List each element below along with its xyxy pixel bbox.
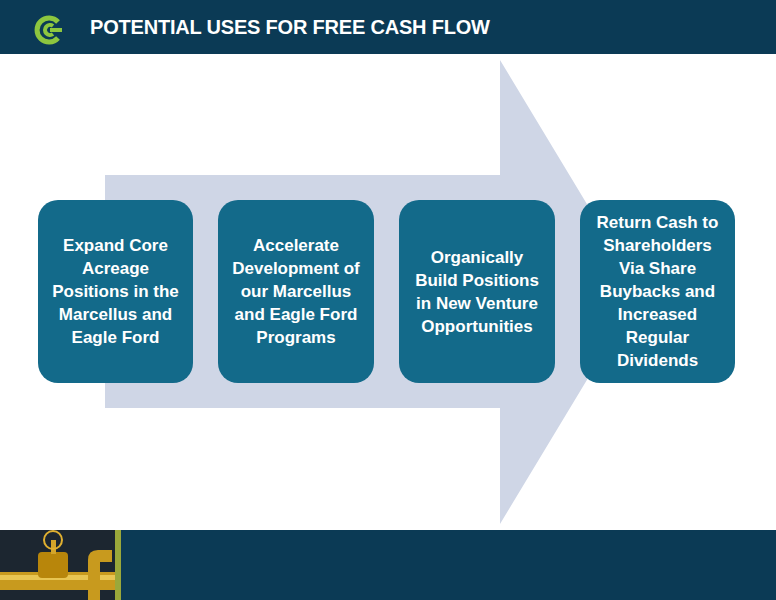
valve-wheel: [44, 531, 62, 549]
valve-body: [38, 552, 68, 578]
logo-bar: [50, 28, 62, 32]
footer-band: [0, 530, 776, 600]
company-logo: [37, 18, 62, 42]
text-holder: Expand Core Acreage Positions in the Mar…: [48, 234, 183, 349]
process-box: Return Cash to Shareholders Via Share Bu…: [580, 200, 735, 383]
slide-title: POTENTIAL USES FOR FREE CASH FLOW: [90, 0, 490, 54]
box-label: Accelerate Development of our Marcellus …: [228, 234, 364, 349]
process-box: Organically Build Positions in New Ventu…: [399, 200, 555, 383]
pipe-elbow: [88, 550, 112, 600]
illustration-background: [0, 530, 115, 600]
header-band: [0, 0, 776, 54]
box-label: Return Cash to Shareholders Via Share Bu…: [590, 211, 725, 372]
box-label: Organically Build Positions in New Ventu…: [409, 246, 545, 338]
text-holder: Organically Build Positions in New Ventu…: [409, 246, 545, 338]
process-box: Expand Core Acreage Positions in the Mar…: [38, 200, 193, 383]
text-holder: Return Cash to Shareholders Via Share Bu…: [590, 211, 725, 372]
footer-accent-bar: [115, 530, 121, 600]
valve-stem: [51, 540, 56, 554]
valve-illustration: [0, 530, 115, 600]
box-label: Expand Core Acreage Positions in the Mar…: [48, 234, 183, 349]
text-holder: Accelerate Development of our Marcellus …: [228, 234, 364, 349]
process-box: Accelerate Development of our Marcellus …: [218, 200, 374, 383]
